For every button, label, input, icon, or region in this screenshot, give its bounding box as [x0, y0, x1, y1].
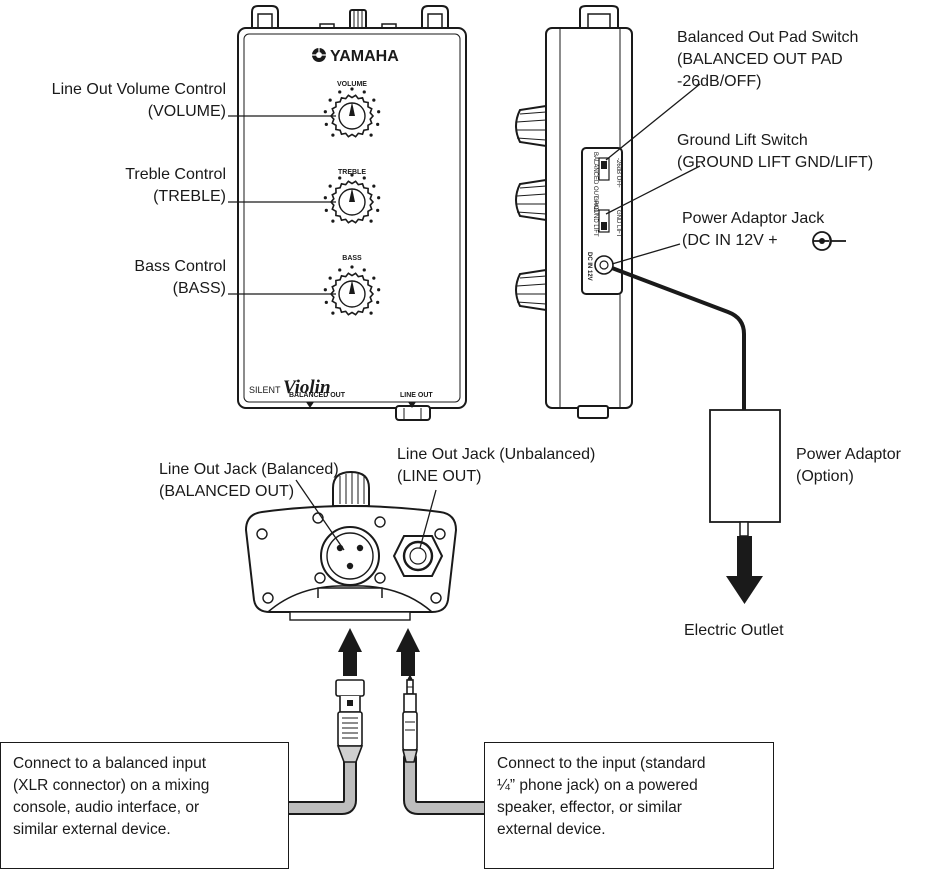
bass-knob[interactable]: [323, 265, 381, 316]
volume-knob[interactable]: [323, 87, 381, 138]
callout-treble: Treble Control (TREBLE): [125, 166, 226, 205]
knob-tick: [323, 288, 327, 292]
callout-power-adaptor: Power Adaptor (Option): [796, 446, 901, 485]
knob-label-volume: VOLUME: [337, 81, 367, 88]
callout-jack-balanced: Line Out Jack (Balanced) (BALANCED OUT): [159, 461, 339, 500]
callout-electric-outlet: Electric Outlet: [684, 622, 784, 639]
note-phone-connection: Connect to the input (standard ¼” phone …: [484, 742, 774, 869]
knob-label-treble: TREBLE: [338, 169, 366, 176]
knob-tick: [372, 98, 376, 102]
knob-tick: [377, 288, 381, 292]
knob-tick: [324, 300, 328, 304]
xlr-plug: [335, 679, 365, 763]
power-adaptor: [611, 266, 781, 537]
brand-name: YAMAHA: [330, 48, 399, 65]
ground-lift-switch[interactable]: [598, 209, 610, 233]
product-prefix: SILENT: [249, 385, 281, 395]
knob-tick: [350, 87, 354, 91]
knob-tick: [362, 90, 366, 94]
knob-tick: [328, 98, 332, 102]
knob-tick: [338, 268, 342, 272]
knob-tick: [372, 184, 376, 188]
callout-volume: Line Out Volume Control (VOLUME): [51, 81, 226, 120]
callout-pad-switch: Balanced Out Pad Switch (BALANCED OUT PA…: [677, 29, 859, 90]
knob-tick: [369, 311, 373, 315]
knob-tick: [324, 122, 328, 126]
knob-tick: [331, 311, 335, 315]
knob-tick: [376, 122, 380, 126]
side-dc-text: DC IN 12V: [586, 252, 592, 281]
callout-ground-lift: Ground Lift Switch (GROUND LIFT GND/LIFT…: [677, 132, 874, 171]
yamaha-logo-icon: YAMAHA: [312, 48, 399, 65]
knob-tick: [377, 196, 381, 200]
knob-pointer: [349, 280, 355, 294]
side-panel-controls: BALANCED OUT PAD -26dB OFF GROUND LIFT G…: [586, 152, 621, 281]
callout-jack-unbalanced: Line Out Jack (Unbalanced) (LINE OUT): [397, 446, 596, 485]
side-pad-text: BALANCED OUT PAD: [592, 152, 598, 213]
center-positive-polarity-icon: [812, 231, 846, 251]
line-out-label: LINE OUT: [400, 392, 433, 399]
knob-tick: [338, 90, 342, 94]
knob-tick: [331, 133, 335, 137]
knob-tick: [362, 268, 366, 272]
knob-tick: [324, 208, 328, 212]
bottom-panel-view: [244, 470, 458, 621]
knob-label-bass: BASS: [342, 255, 362, 262]
knob-tick: [331, 219, 335, 223]
note-xlr-connection: Connect to a balanced input (XLR connect…: [0, 742, 289, 869]
product-script-logo: Violin: [283, 377, 331, 398]
knob-tick: [350, 265, 354, 269]
down-arrow-icon: [726, 536, 763, 604]
knob-tick: [369, 219, 373, 223]
knob-tick: [362, 176, 366, 180]
knob-tick: [328, 184, 332, 188]
knob-tick: [323, 196, 327, 200]
knob-tick: [376, 300, 380, 304]
knob-tick: [377, 110, 381, 114]
knob-tick: [350, 173, 354, 177]
side-ground-text: GROUND LIFT: [592, 196, 598, 237]
callout-power-jack: Power Adaptor Jack (DC IN 12V +–): [682, 210, 832, 249]
side-ground-values: GND LIFT: [615, 210, 621, 238]
knob-pointer: [349, 102, 355, 116]
up-arrow-icon: [338, 628, 420, 676]
knob-tick: [376, 208, 380, 212]
unit-side-view: [515, 5, 633, 419]
cables: [281, 751, 491, 815]
knob-pointer: [349, 188, 355, 202]
knob-tick: [328, 276, 332, 280]
knob-tick: [323, 110, 327, 114]
knob-tick: [372, 276, 376, 280]
side-pad-values: -26dB OFF: [615, 158, 621, 188]
leader-lines: [228, 83, 701, 551]
treble-knob[interactable]: [323, 173, 381, 224]
knob-tick: [338, 176, 342, 180]
callout-bass: Bass Control (BASS): [134, 258, 226, 297]
side-knob-caps: [515, 104, 547, 312]
knob-tick: [369, 133, 373, 137]
balanced-out-label: BALANCED OUT: [289, 392, 346, 399]
phone-plug: [401, 674, 419, 763]
